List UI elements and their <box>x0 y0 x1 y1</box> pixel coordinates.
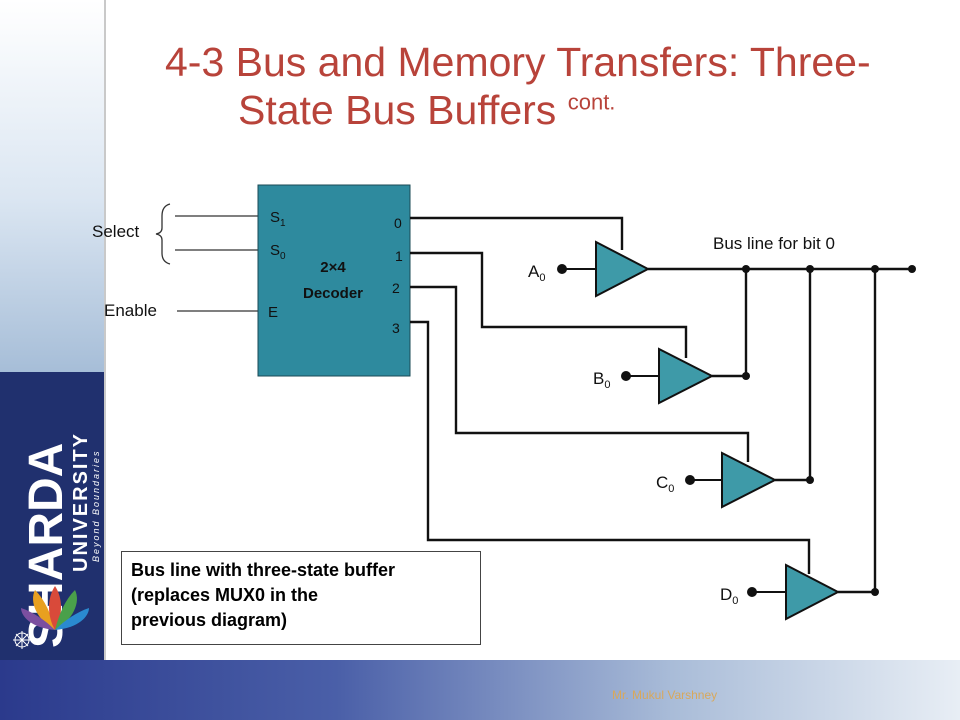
title-line-1: 4-3 Bus and Memory Transfers: Three- <box>165 39 871 85</box>
slide-title: 4-3 Bus and Memory Transfers: Three- Sta… <box>165 38 945 134</box>
caption-line-2: (replaces MUX0 in the <box>131 585 319 605</box>
buffer-b <box>621 347 715 405</box>
lotus-emblem <box>21 586 89 630</box>
input-c0: C0 <box>656 473 674 495</box>
buffer-a <box>557 240 651 298</box>
caption-line-3: previous diagram) <box>131 610 288 630</box>
enable-wire-2 <box>410 285 750 462</box>
logo-sub: UNIVERSITY <box>70 432 92 572</box>
decoder-s0: S0 <box>270 242 286 262</box>
decoder-out-1: 1 <box>395 248 403 264</box>
decoder-title-2: Decoder <box>303 285 363 302</box>
input-d0: D0 <box>720 585 738 607</box>
left-divider <box>104 0 106 660</box>
decoder-e: E <box>268 304 278 321</box>
decoder-out-2: 2 <box>392 280 400 296</box>
decoder-block <box>257 184 411 377</box>
caption-box: Bus line with three-state buffer (replac… <box>121 551 481 645</box>
input-b0: B0 <box>593 369 610 391</box>
bus-diagram: Select Enable S1 S0 E 2×4 Decoder 0 1 2 … <box>92 184 916 621</box>
decoder-s1: S1 <box>270 209 286 229</box>
star-emblem <box>13 631 31 649</box>
select-brace <box>155 203 171 265</box>
buffer-c <box>685 451 778 509</box>
caption-line-1: Bus line with three-state buffer <box>131 560 396 580</box>
input-a0: A0 <box>528 262 545 284</box>
buffer-d <box>747 563 841 621</box>
enable-wire-0 <box>410 216 624 250</box>
decoder-out-0: 0 <box>394 215 402 231</box>
enable-label: Enable <box>104 301 157 320</box>
title-line-2: State Bus Buffers <box>238 87 557 133</box>
select-label: Select <box>92 222 140 241</box>
title-cont: cont. <box>567 89 616 115</box>
bottom-band <box>0 660 960 720</box>
sharda-logo: SHARDA UNIVERSITY Beyond Boundaries <box>0 372 104 660</box>
enable-wire-1 <box>410 251 688 358</box>
bus-line-label: Bus line for bit 0 <box>713 234 835 253</box>
footer-author: Mr. Mukul Varshney <box>612 688 718 702</box>
logo-tagline: Beyond Boundaries <box>91 449 101 562</box>
enable-wire-3 <box>410 320 811 574</box>
decoder-out-3: 3 <box>392 320 400 336</box>
decoder-title-1: 2×4 <box>320 259 346 276</box>
